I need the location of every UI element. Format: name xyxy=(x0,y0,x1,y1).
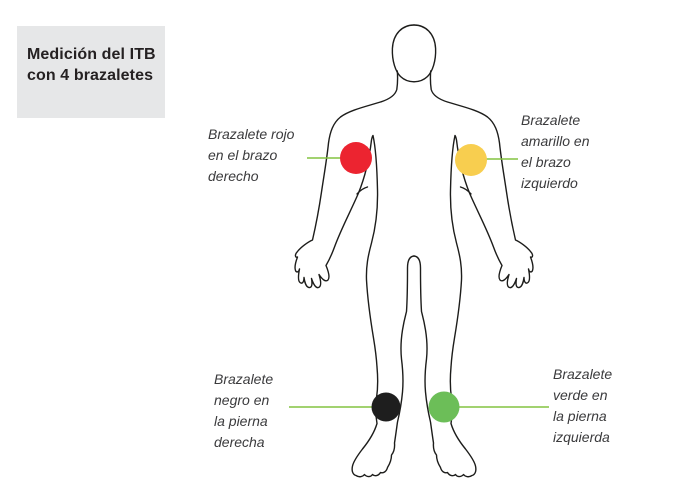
label-yellow-left-arm: Brazalete amarillo en el brazo izquierdo xyxy=(521,112,590,191)
diagram-title: Medición del ITB con 4 brazaletes xyxy=(27,46,156,84)
cuff-dot-green-left-leg xyxy=(428,391,460,423)
label-red-right-arm: Brazalete rojo en el brazo derecho xyxy=(208,126,295,184)
elbow-crease xyxy=(356,186,369,195)
cuff-dot-red-right-arm xyxy=(340,142,372,174)
cuff-dot-yellow-left-arm xyxy=(455,144,487,176)
body-outline xyxy=(294,24,534,478)
cuff-dots xyxy=(340,142,487,423)
body-outline-left-half xyxy=(294,24,415,478)
head-outline xyxy=(391,24,415,83)
leader-lines xyxy=(289,157,549,408)
title-box: Medición del ITB con 4 brazaletes xyxy=(17,26,165,118)
label-black-right-leg: Brazalete negro en la pierna derecha xyxy=(214,371,274,450)
cuff-dot-black-right-leg xyxy=(371,392,401,422)
body-side-outline xyxy=(294,70,415,478)
label-green-left-leg: Brazalete verde en la pierna izquierda xyxy=(553,366,613,445)
